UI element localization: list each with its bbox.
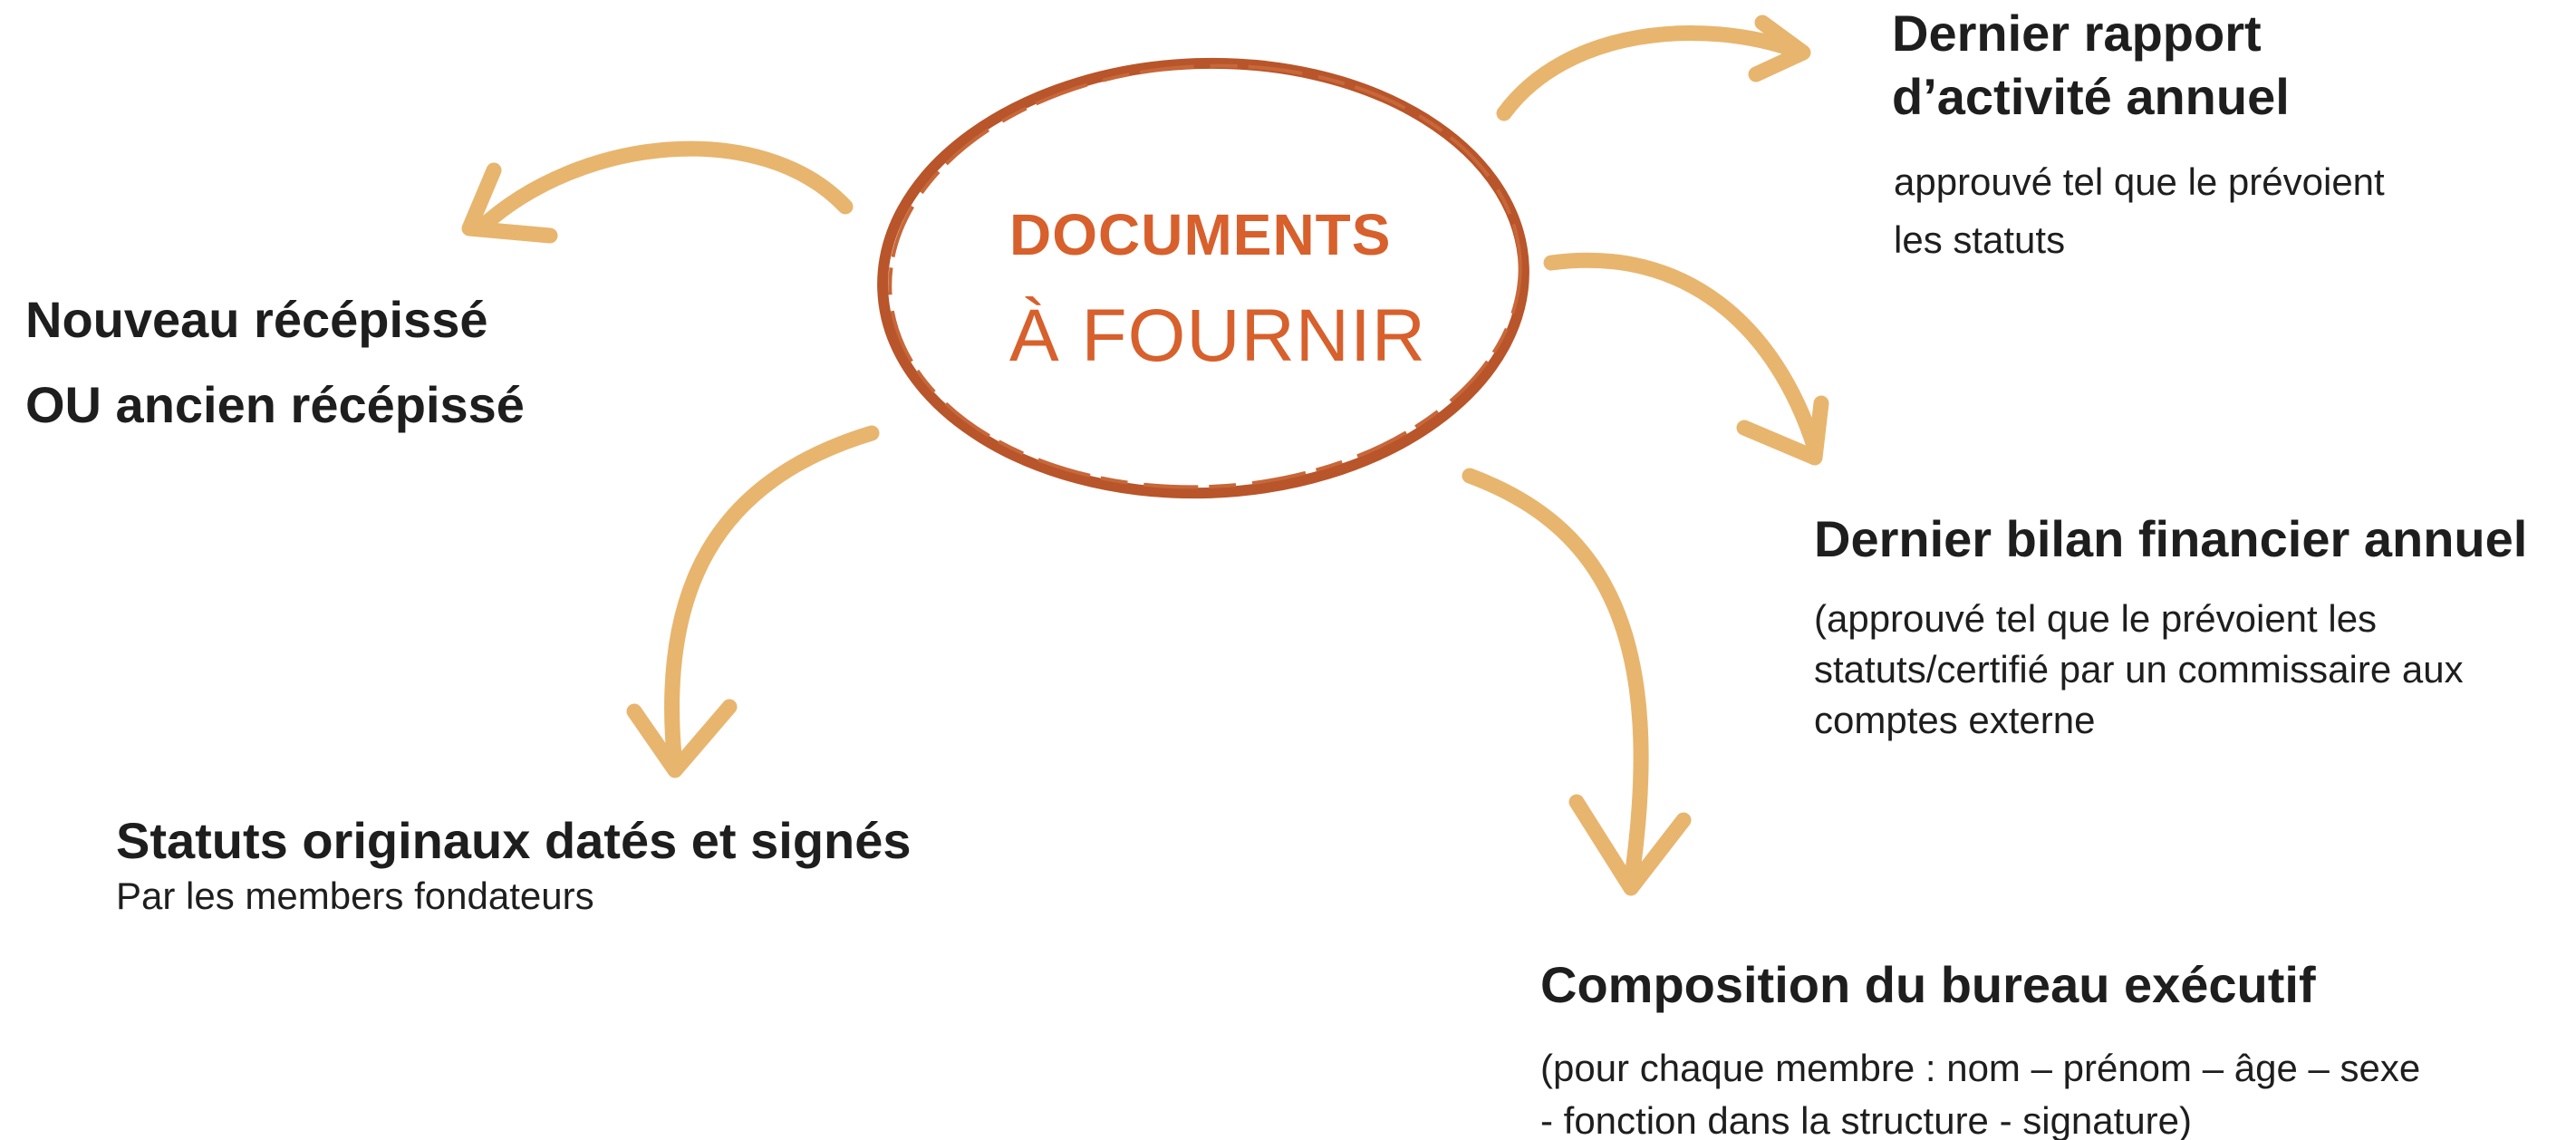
arrowhead-bureau (1568, 794, 1692, 896)
arrowhead-recepisse (461, 162, 558, 244)
arrow-to-recepisse (472, 140, 854, 237)
rapport-detail-1: approuvé tel que le prévoient (1894, 160, 2385, 203)
recepisse-line-2: OU ancien récépissé (25, 376, 525, 433)
rapport-title-1: Dernier rapport (1892, 5, 2262, 62)
bilan-title: Dernier bilan financier annuel (1814, 510, 2528, 567)
center-subtitle: À FOURNIR (1009, 295, 1426, 377)
arrow-to-statuts (664, 425, 880, 774)
rapport-detail-2: les statuts (1894, 218, 2066, 261)
recepisse-line-1: Nouveau récépissé (25, 291, 488, 348)
bureau-detail-1: (pour chaque membre : nom – prénom – âge… (1540, 1047, 2421, 1089)
arrow-to-rapport (1496, 25, 1802, 121)
arrowhead-rapport (1748, 14, 1811, 82)
arrow-to-bureau (1462, 468, 1649, 892)
statuts-title: Statuts originaux datés et signés (116, 812, 912, 869)
arrowhead-bilan (1736, 395, 1829, 466)
bilan-detail-2: statuts/certifié par un commissaire aux (1814, 648, 2464, 691)
bureau-title: Composition du bureau exécutif (1540, 956, 2316, 1013)
statuts-detail: Par les members fondateurs (116, 874, 594, 917)
bilan-detail-3: comptes externe (1814, 699, 2096, 741)
arrowhead-statuts (626, 699, 738, 778)
bilan-detail-1: (approuvé tel que le prévoient les (1814, 597, 2378, 640)
arrow-to-bilan (1543, 252, 1823, 457)
center-ellipse (877, 57, 1529, 499)
bureau-detail-2: - fonction dans la structure - signature… (1540, 1099, 2193, 1140)
rapport-title-2: d’activité annuel (1892, 68, 2290, 125)
center-title: DOCUMENTS (1009, 202, 1392, 267)
